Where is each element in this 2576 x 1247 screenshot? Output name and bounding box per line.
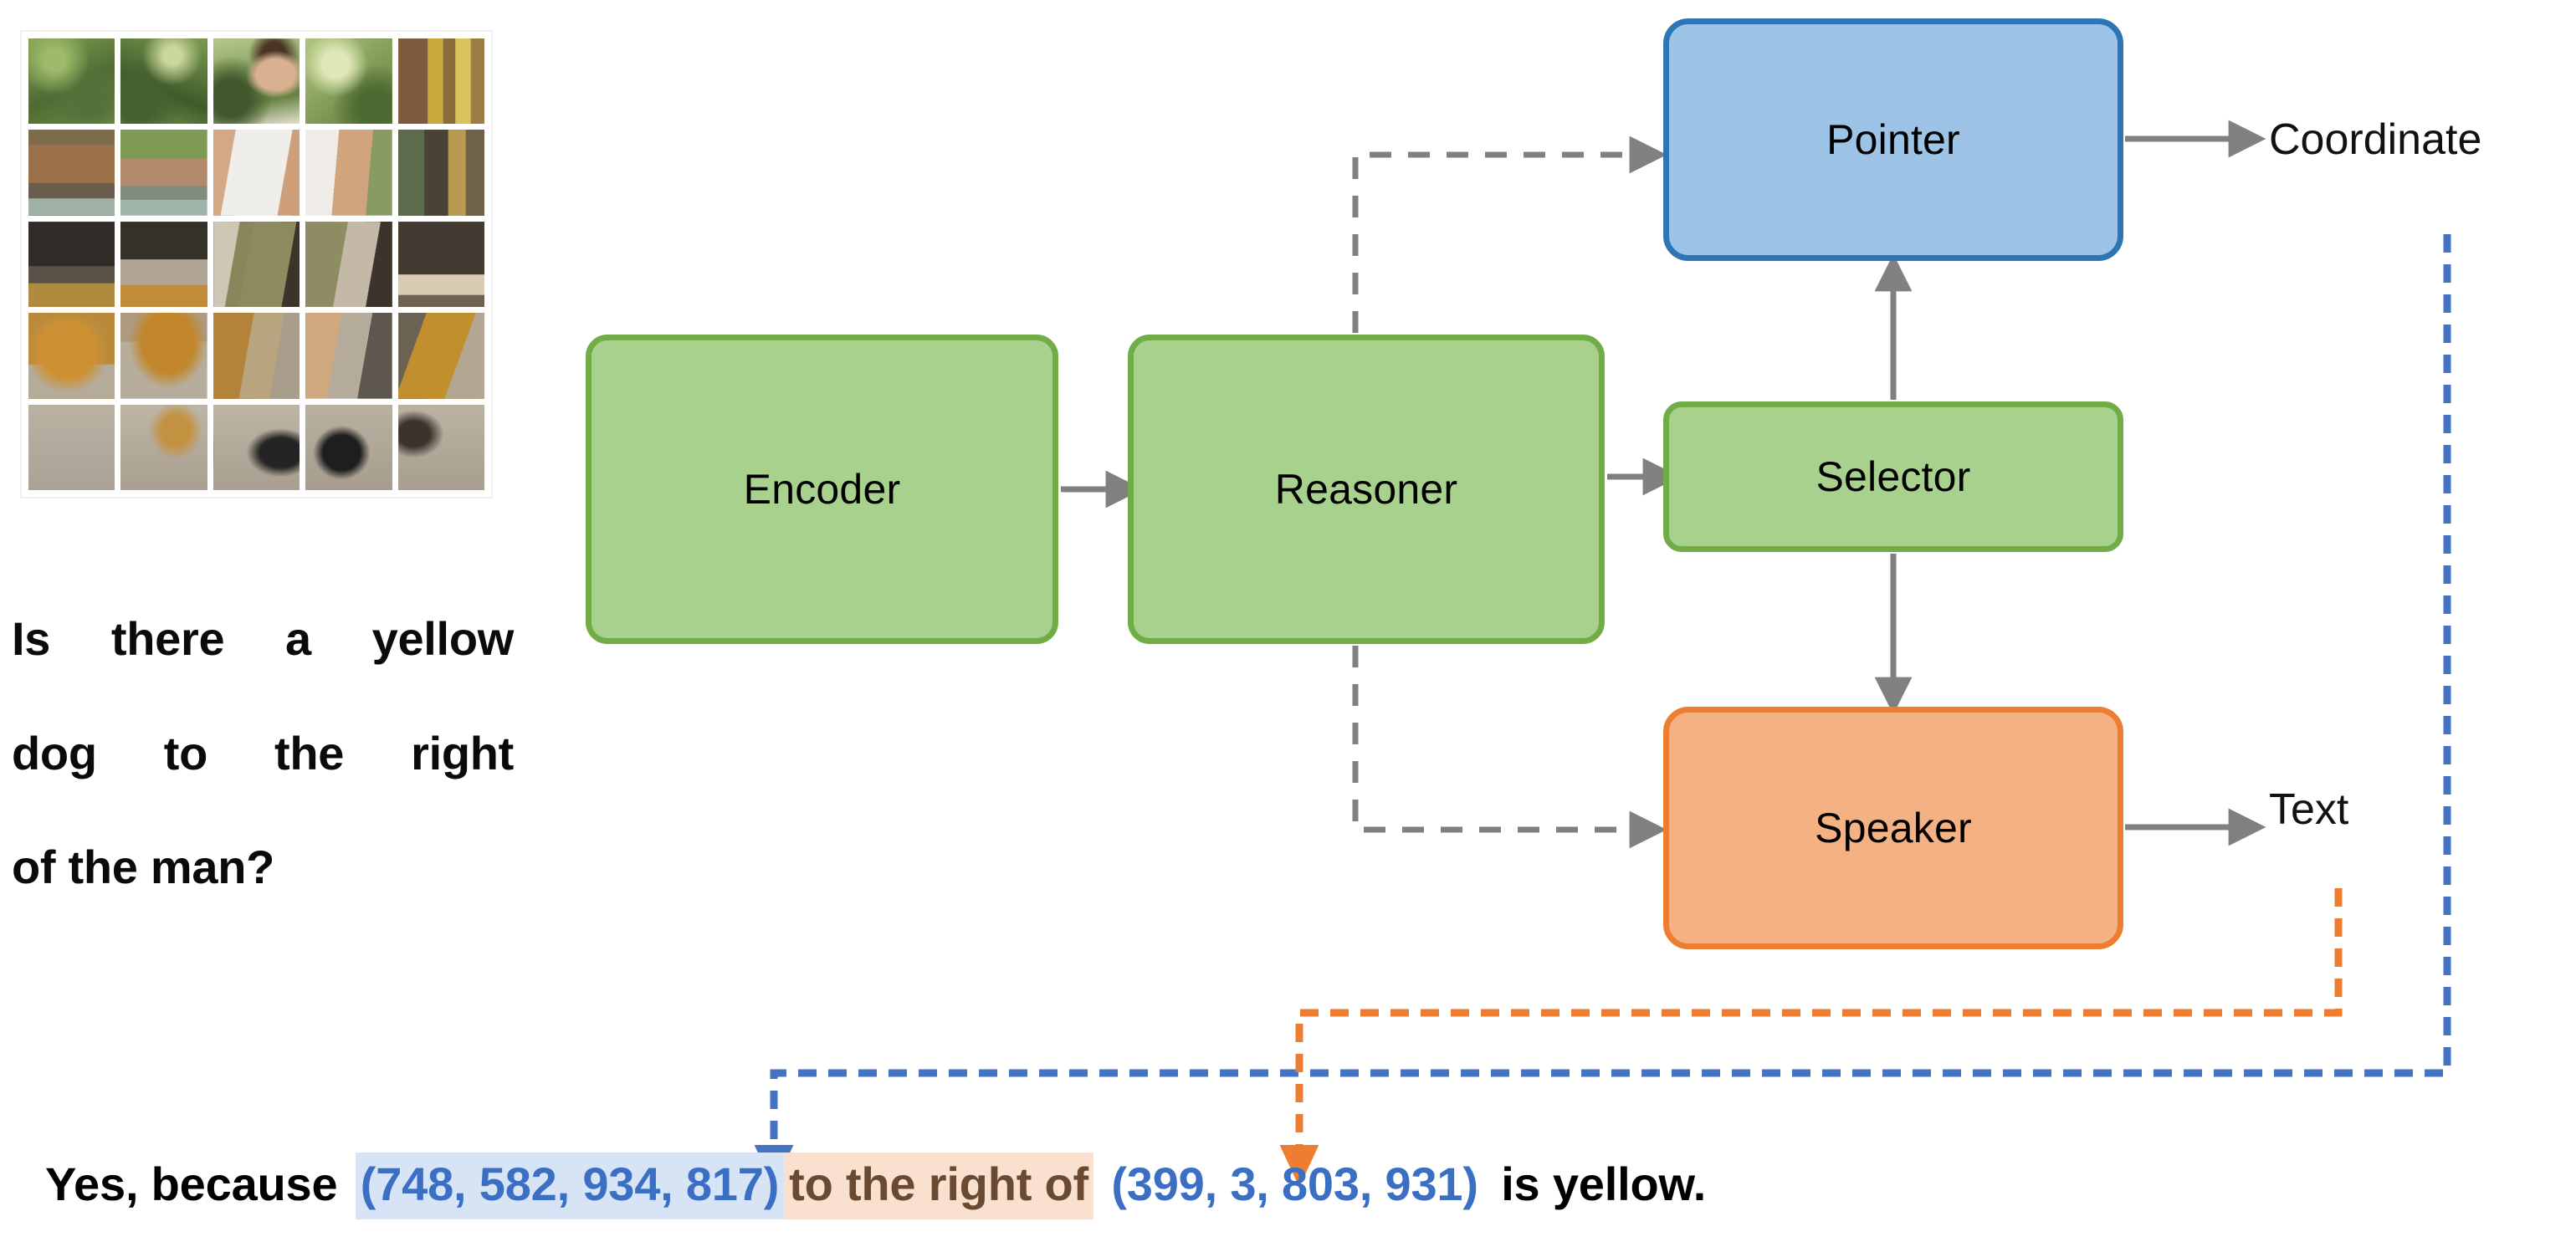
image-patch	[120, 221, 207, 308]
image-patch	[120, 130, 207, 216]
image-patch	[397, 404, 484, 490]
node-reasoner[interactable]: Reasoner	[1128, 335, 1605, 644]
image-patch	[305, 38, 392, 125]
node-speaker-label: Speaker	[1815, 805, 1972, 851]
image-patch	[28, 130, 115, 216]
image-patch	[213, 221, 300, 308]
image-patch	[213, 404, 300, 490]
image-patch	[213, 38, 300, 125]
answer-segment-suffix: is yellow.	[1501, 1158, 1707, 1210]
node-selector[interactable]: Selector	[1663, 401, 2123, 552]
image-patch	[397, 313, 484, 399]
image-patch-grid	[20, 30, 493, 498]
edge-reasoner-to-pointer-dashed	[1352, 135, 1667, 333]
edge-reasoner-to-speaker-dashed	[1352, 646, 1667, 849]
node-speaker[interactable]: Speaker	[1663, 707, 2123, 949]
node-encoder-label: Encoder	[743, 466, 901, 513]
image-patch	[120, 404, 207, 490]
image-patch	[28, 404, 115, 490]
image-patch	[305, 404, 392, 490]
image-patch	[120, 313, 207, 399]
node-reasoner-label: Reasoner	[1274, 466, 1458, 513]
node-pointer-label: Pointer	[1826, 116, 1960, 163]
node-encoder[interactable]: Encoder	[586, 335, 1058, 644]
answer-sentence: Yes, because (748, 582, 934, 817)to the …	[40, 1152, 2550, 1219]
image-patch	[397, 221, 484, 308]
image-patch	[397, 130, 484, 216]
image-patch	[305, 130, 392, 216]
node-selector-label: Selector	[1815, 453, 1971, 500]
image-patch	[28, 221, 115, 308]
question-line: of the man?	[12, 841, 275, 894]
answer-segment-prefix: Yes, because	[45, 1158, 338, 1210]
image-patch	[305, 221, 392, 308]
answer-segment-coord-second: (399, 3, 803, 931)	[1111, 1158, 1478, 1210]
output-label-coordinate: Coordinate	[2269, 115, 2482, 164]
image-patch	[305, 313, 392, 399]
image-patch	[28, 313, 115, 399]
image-patch	[397, 38, 484, 125]
question-line: dog to the right	[12, 726, 514, 779]
image-patch	[28, 38, 115, 125]
image-patch	[120, 38, 207, 125]
answer-segment-coord-blue: (748, 582, 934, 817)	[355, 1152, 785, 1219]
question-text: Is there a yellow dog to the right of th…	[12, 611, 514, 897]
question-line: Is there a yellow	[12, 612, 514, 665]
node-pointer[interactable]: Pointer	[1663, 18, 2123, 261]
image-patch	[213, 313, 300, 399]
output-label-text: Text	[2269, 785, 2349, 834]
image-patch	[213, 130, 300, 216]
answer-segment-relation: to the right of	[784, 1152, 1093, 1219]
patch-grid-inner	[28, 38, 484, 490]
